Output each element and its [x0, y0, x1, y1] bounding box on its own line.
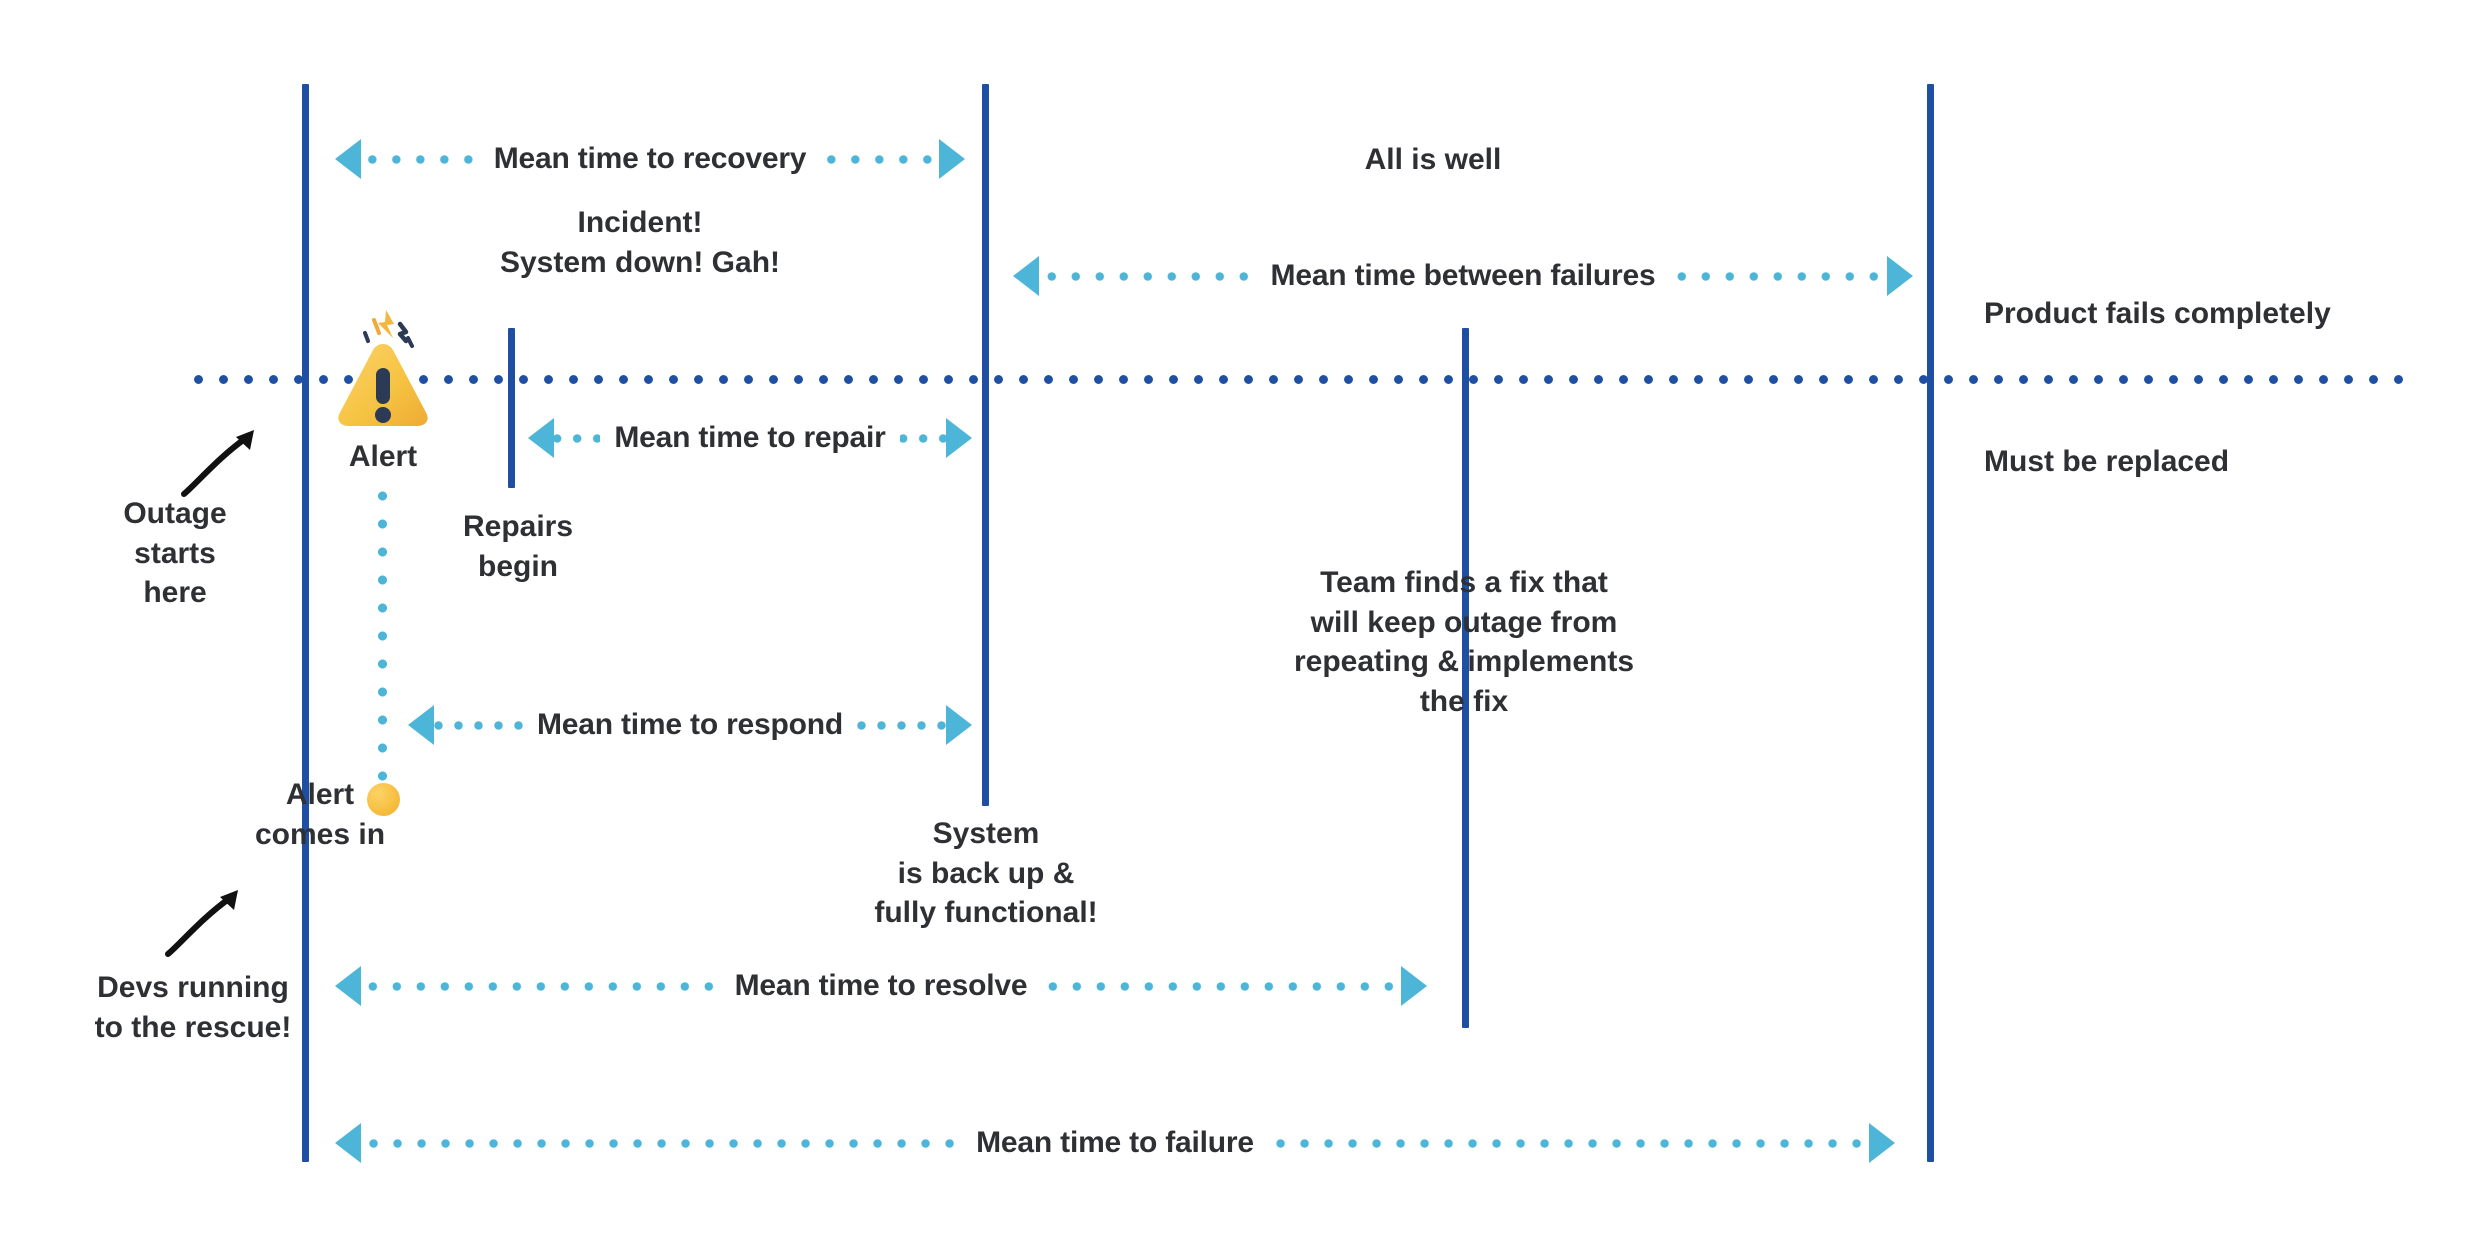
arrowhead-right-icon	[1401, 966, 1428, 1006]
measure-mean-time-to-respond: Mean time to respond	[408, 702, 973, 748]
arrowhead-right-icon	[939, 139, 965, 179]
measure-mean-time-to-repair: Mean time to repair	[528, 415, 972, 461]
measure-label: Mean time to repair	[614, 421, 886, 454]
arrowhead-right-icon	[946, 705, 973, 745]
annotation-alert-label: Alert	[348, 440, 418, 473]
vline-team-fix	[1462, 328, 1469, 1028]
dot-segment	[820, 153, 939, 165]
measure-label: Mean time between failures	[1270, 259, 1656, 292]
dot-segment	[1669, 270, 1888, 282]
annotation-all-is-well: All is well	[1364, 143, 1502, 176]
vline-system-back-up	[982, 84, 989, 806]
dot-segment	[434, 719, 523, 731]
dot-segment	[1267, 1137, 1870, 1149]
measure-label: Mean time to resolve	[734, 969, 1028, 1002]
vline-outage-start	[302, 84, 309, 1162]
annotation-system-back-up: System is back up & fully functional!	[874, 817, 1098, 930]
annotation-repairs-begin: Repairs begin	[462, 510, 574, 583]
arrowhead-left-icon	[1013, 256, 1039, 296]
dot-segment	[1039, 270, 1257, 282]
dot-segment	[361, 980, 721, 992]
annotation-outage-starts-here: Outage starts here	[123, 497, 227, 610]
measure-mean-time-to-resolve: Mean time to resolve	[335, 963, 1428, 1009]
dot-segment	[899, 432, 946, 444]
arrowhead-left-icon	[335, 1123, 361, 1163]
vline-repairs-begin	[508, 328, 515, 488]
measure-mean-time-between-failures: Mean time between failures	[1013, 253, 1914, 299]
annotation-devs-running: Devs running to the rescue!	[94, 971, 292, 1044]
annotation-alert-comes-in: Alert comes in	[254, 778, 386, 851]
measure-label: Mean time to recovery	[493, 142, 807, 175]
arrowhead-left-icon	[408, 705, 434, 745]
measure-label: Mean time to respond	[536, 708, 844, 741]
vline-product-fails	[1927, 84, 1934, 1162]
curved-arrow-icon	[160, 884, 250, 960]
annotation-must-be-replaced: Must be replaced	[1984, 445, 2230, 478]
dot-segment	[361, 1137, 963, 1149]
dot-segment	[554, 432, 601, 444]
dot-segment	[1041, 980, 1402, 992]
annotation-product-fails-completely: Product fails completely	[1984, 297, 2331, 330]
alert-connector-dots	[377, 482, 388, 792]
timeline-dotted-axis	[186, 374, 2416, 385]
arrowhead-left-icon	[335, 139, 361, 179]
arrowhead-left-icon	[335, 966, 361, 1006]
arrowhead-left-icon	[528, 418, 554, 458]
annotation-incident: Incident! System down! Gah!	[499, 206, 781, 279]
measure-mean-time-to-failure: Mean time to failure	[335, 1120, 1896, 1166]
dot-segment	[361, 153, 480, 165]
arrowhead-right-icon	[1887, 256, 1914, 296]
arrowhead-right-icon	[946, 418, 972, 458]
alert-triangle-icon	[336, 308, 430, 426]
alert-dot-icon	[367, 783, 400, 816]
arrowhead-right-icon	[1869, 1123, 1896, 1163]
curved-arrow-icon	[176, 424, 266, 500]
dot-segment	[857, 719, 947, 731]
annotation-team-finds-fix: Team finds a fix that will keep outage f…	[1293, 566, 1635, 718]
measure-label: Mean time to failure	[976, 1126, 1254, 1159]
measure-mean-time-to-recovery: Mean time to recovery	[335, 136, 965, 182]
